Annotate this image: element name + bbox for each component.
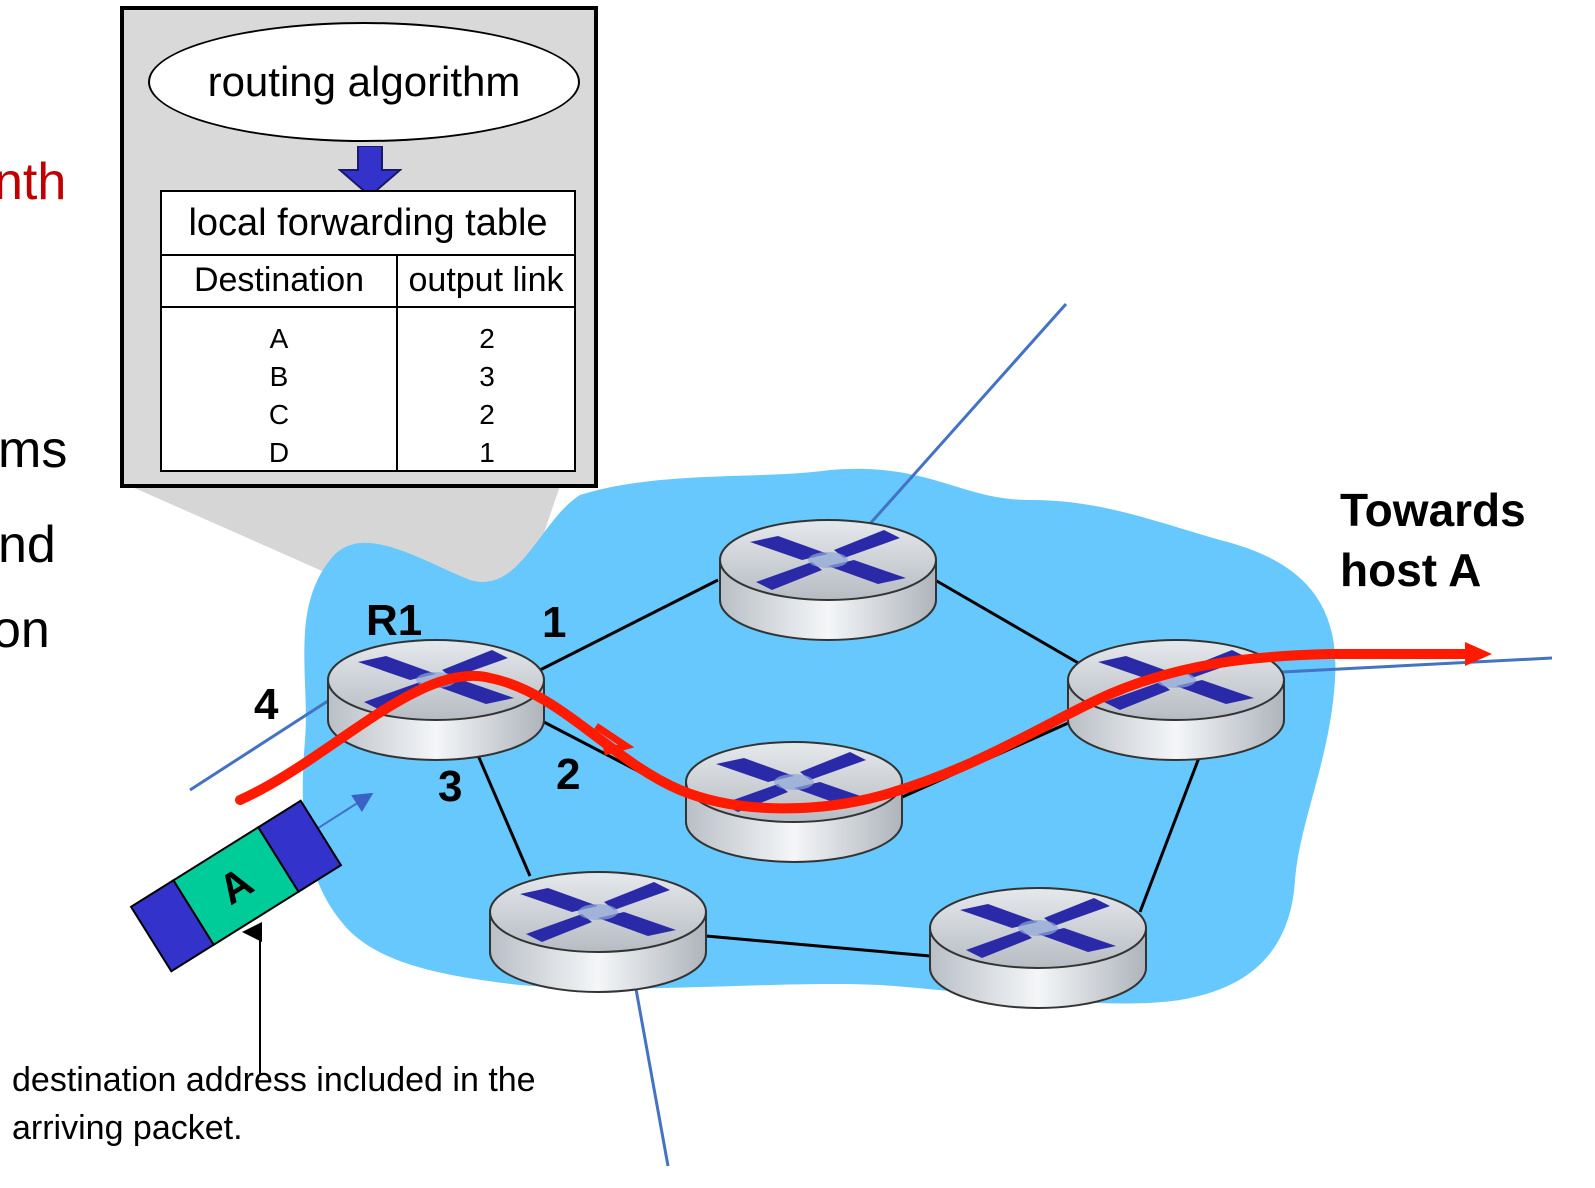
towards-line-2: host A <box>1340 544 1482 596</box>
packet-arrival-arrow <box>311 792 374 833</box>
column-header-destination: Destination <box>162 254 398 308</box>
clipped-text-nth: nth <box>0 153 67 211</box>
table-cell: 2 <box>479 399 495 430</box>
router-icon <box>327 639 545 761</box>
external-link-right <box>1281 656 1553 674</box>
port-label-3: 3 <box>438 762 463 811</box>
external-link-left <box>189 686 349 792</box>
table-cell: B <box>269 361 289 392</box>
router-icon <box>929 887 1147 1009</box>
column-header-output-link: output link <box>396 254 576 308</box>
external-link-bottom <box>632 977 670 1167</box>
clipped-text-nd: nd <box>0 516 56 574</box>
port-label-1: 1 <box>542 598 567 647</box>
table-body: A B C D 2 3 2 1 <box>162 308 574 470</box>
network-cloud <box>302 468 1336 1004</box>
router-icon <box>489 871 707 993</box>
packet-icon: A <box>129 799 343 973</box>
down-arrow-icon <box>338 146 402 198</box>
table-title: local forwarding table <box>162 192 574 256</box>
routing-algorithm-node: routing algorithm <box>148 22 580 142</box>
table-cell: A <box>269 323 289 354</box>
clipped-text-ms: ms <box>0 421 68 479</box>
forwarding-path <box>235 649 1475 814</box>
destination-column: A B C D <box>162 320 396 472</box>
note-line-1: destination address included in the <box>12 1061 536 1099</box>
table-cell: 2 <box>479 323 495 354</box>
table-cell: 3 <box>479 361 495 392</box>
table-cell: C <box>268 399 290 430</box>
towards-host-label: Towards host A <box>1340 480 1526 600</box>
router-icon <box>719 519 937 641</box>
forwarding-table: local forwarding table Destination outpu… <box>160 190 576 472</box>
table-cell: D <box>268 437 290 468</box>
towards-line-1: Towards <box>1340 484 1526 536</box>
table-cell: 1 <box>479 437 495 468</box>
clipped-text-on: on <box>0 601 50 659</box>
external-link-top <box>866 303 1068 527</box>
path-arrowhead <box>1465 642 1492 666</box>
port-label-2: 2 <box>556 750 581 799</box>
note-line-2: arriving packet. <box>12 1109 243 1147</box>
routing-algorithm-label: routing algorithm <box>207 58 521 105</box>
path-chevron <box>594 723 635 756</box>
router-internals-popup: routing algorithm local forwarding table… <box>120 6 598 488</box>
output-link-column: 2 3 2 1 <box>398 320 576 472</box>
destination-note: destination address included in the arri… <box>12 1056 536 1152</box>
port-label-4: 4 <box>254 680 279 729</box>
router-label-r1: R1 <box>366 596 423 645</box>
